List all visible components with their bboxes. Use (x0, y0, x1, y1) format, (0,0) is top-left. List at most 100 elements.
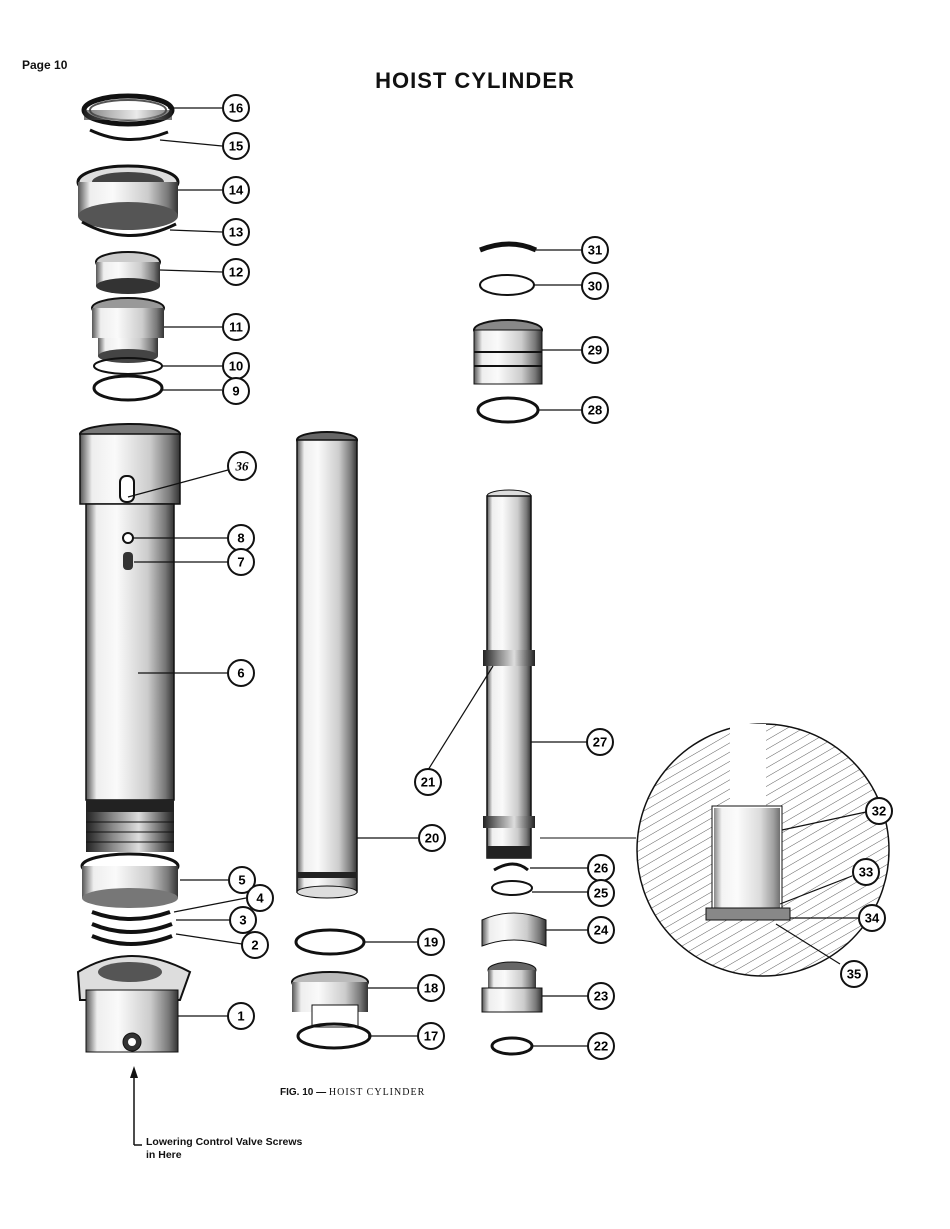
arrow-head-icon (130, 1066, 138, 1078)
part-24-bushing (482, 913, 546, 946)
svg-text:23: 23 (594, 989, 608, 1004)
callout-34: 34 (859, 905, 885, 931)
svg-text:35: 35 (847, 967, 861, 982)
part-29-piston (474, 320, 542, 384)
part-25-ring (492, 881, 532, 895)
svg-text:11: 11 (229, 320, 243, 335)
callout-19: 19 (418, 929, 444, 955)
callout-21: 21 (415, 769, 441, 795)
svg-text:14: 14 (229, 183, 244, 198)
svg-text:17: 17 (424, 1029, 438, 1044)
callout-24: 24 (588, 917, 614, 943)
part-28-ring (478, 398, 538, 422)
callout-16: 16 (223, 95, 249, 121)
svg-text:10: 10 (229, 359, 243, 374)
callout-7: 7 (228, 549, 254, 575)
callout-10: 10 (223, 353, 249, 379)
svg-text:2: 2 (251, 938, 258, 953)
svg-text:22: 22 (594, 1039, 608, 1054)
part-30-o-ring (480, 275, 534, 295)
part-15-split-ring (90, 130, 168, 140)
part-5-nut (82, 854, 178, 908)
svg-text:4: 4 (256, 891, 264, 906)
svg-text:25: 25 (594, 886, 608, 901)
callout-35: 35 (841, 961, 867, 987)
svg-text:31: 31 (588, 243, 602, 258)
callout-29: 29 (582, 337, 608, 363)
part-27-piston-rod (483, 490, 535, 858)
svg-text:7: 7 (237, 555, 244, 570)
callout-36: 36 (228, 452, 256, 480)
callout-18: 18 (418, 975, 444, 1001)
callout-8: 8 (228, 525, 254, 551)
part-9-backup-ring (94, 376, 162, 400)
callout-30: 30 (582, 273, 608, 299)
callout-17: 17 (418, 1023, 444, 1049)
part-14-gland-nut (78, 166, 178, 230)
part-3-ring (92, 924, 172, 932)
svg-text:6: 6 (237, 666, 244, 681)
part-31-ring (480, 244, 536, 250)
callout-1: 1 (228, 1003, 254, 1029)
callout-11: 11 (223, 314, 249, 340)
part-26-ring (494, 864, 528, 870)
part-6-cylinder-barrel (80, 424, 180, 852)
svg-text:5: 5 (238, 873, 245, 888)
svg-text:1: 1 (237, 1009, 244, 1024)
part-19-ring (296, 930, 364, 954)
svg-text:18: 18 (424, 981, 438, 996)
callout-20: 20 (419, 825, 445, 851)
part-18-bushing (292, 972, 368, 1027)
part-11-gland (92, 298, 164, 363)
callout-33: 33 (853, 859, 879, 885)
callout-27: 27 (587, 729, 613, 755)
svg-text:16: 16 (229, 101, 243, 116)
callout-23: 23 (588, 983, 614, 1009)
callout-14: 14 (223, 177, 249, 203)
callout-31: 31 (582, 237, 608, 263)
svg-text:12: 12 (229, 265, 243, 280)
callout-13: 13 (223, 219, 249, 245)
svg-text:32: 32 (872, 804, 886, 819)
svg-text:3: 3 (239, 913, 246, 928)
callout-12: 12 (223, 259, 249, 285)
part-4-ring (92, 912, 170, 919)
svg-text:33: 33 (859, 865, 873, 880)
callout-9: 9 (223, 378, 249, 404)
callout-26: 26 (588, 855, 614, 881)
svg-text:27: 27 (593, 735, 607, 750)
part-23-nut (482, 962, 542, 1012)
svg-text:13: 13 (229, 225, 243, 240)
svg-text:36: 36 (235, 459, 250, 474)
svg-text:24: 24 (594, 923, 609, 938)
callout-3: 3 (230, 907, 256, 933)
lowering-valve-note: Lowering Control Valve Screws in Here (146, 1136, 366, 1162)
callout-25: 25 (588, 880, 614, 906)
callout-6: 6 (228, 660, 254, 686)
part-1-cylinder-base (78, 956, 190, 1052)
svg-text:29: 29 (588, 343, 602, 358)
svg-text:28: 28 (588, 403, 602, 418)
svg-text:26: 26 (594, 861, 608, 876)
callout-28: 28 (582, 397, 608, 423)
part-17-ring (298, 1024, 370, 1048)
part-2-ring (92, 936, 172, 944)
part-12-bushing (96, 252, 160, 294)
callout-2: 2 (242, 932, 268, 958)
svg-text:30: 30 (588, 279, 602, 294)
svg-text:8: 8 (237, 531, 244, 546)
callout-4: 4 (247, 885, 273, 911)
svg-text:9: 9 (232, 384, 239, 399)
svg-text:19: 19 (424, 935, 438, 950)
svg-text:20: 20 (425, 831, 439, 846)
figure-caption: FIG. 10 — HOIST CYLINDER (280, 1087, 425, 1098)
svg-text:15: 15 (229, 139, 243, 154)
part-20-tube (297, 432, 357, 898)
svg-text:21: 21 (421, 775, 435, 790)
callout-22: 22 (588, 1033, 614, 1059)
part-16-ring (84, 96, 172, 124)
svg-text:34: 34 (865, 911, 880, 926)
callout-15: 15 (223, 133, 249, 159)
part-22-ring (492, 1038, 532, 1054)
